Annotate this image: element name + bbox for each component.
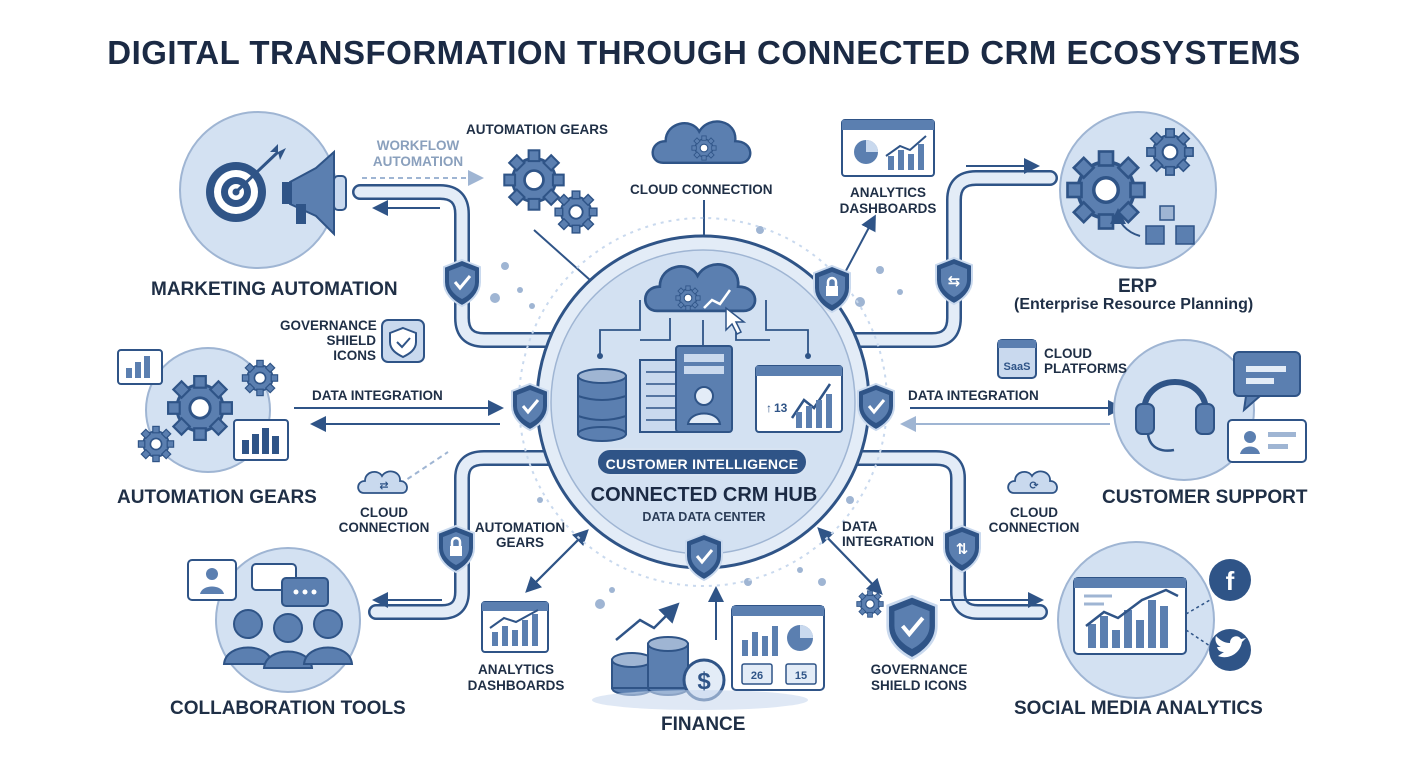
svg-text:⇆: ⇆ bbox=[948, 272, 961, 290]
label-cloud-connection-left-2: CONNECTION bbox=[338, 520, 430, 535]
finance-dashboard-icon: 26 15 bbox=[731, 605, 825, 691]
shield-bottom-left-lock-icon bbox=[437, 525, 475, 573]
coins-icon bbox=[611, 602, 689, 696]
label-governance-2: SHIELD bbox=[326, 333, 376, 348]
hub-mini-value: 13 bbox=[774, 401, 788, 415]
chat-bubbles-icon bbox=[251, 563, 329, 607]
crm-hub: ↑ 13 bbox=[518, 217, 888, 587]
flow-arrows bbox=[294, 158, 1124, 640]
automation-big-gear-icon bbox=[166, 374, 234, 442]
label-cloud-platforms-2: PLATFORMS bbox=[1044, 361, 1127, 376]
erp-boxes-icon bbox=[1145, 205, 1195, 245]
label-workflow-2: AUTOMATION bbox=[372, 154, 464, 169]
shield-right-exchange-icon: ⇆ bbox=[935, 257, 973, 305]
label-cloud-connection-right-2: CONNECTION bbox=[988, 520, 1080, 535]
label-analytics-top-1: ANALYTICS bbox=[849, 185, 926, 200]
dollar-symbol: $ bbox=[697, 668, 711, 695]
erp-cycle-arrow-icon bbox=[1110, 208, 1141, 237]
saas-label: SaaS bbox=[1004, 361, 1031, 373]
node-label-erp: ERP bbox=[1118, 276, 1158, 297]
svg-text:↑: ↑ bbox=[766, 401, 772, 415]
analytics-dashboard-top-icon bbox=[841, 119, 935, 177]
hub-gear-icon bbox=[675, 285, 701, 311]
label-governance-1: GOVERNANCE bbox=[280, 318, 377, 333]
label-analytics-low-2: DASHBOARDS bbox=[467, 678, 565, 693]
hub-badge-customer-intelligence: CUSTOMER INTELLIGENCE bbox=[596, 448, 808, 476]
svg-text:f: f bbox=[1226, 566, 1235, 596]
node-label-customer-support: CUSTOMER SUPPORT bbox=[1102, 487, 1308, 508]
label-automation-gears-low-2: GEARS bbox=[495, 535, 544, 550]
label-workflow-1: WORKFLOW bbox=[376, 138, 460, 153]
label-data-integration-low-2: INTEGRATION bbox=[842, 534, 934, 549]
hub-trend-icon bbox=[703, 289, 732, 309]
label-governance-low-2: SHIELD ICONS bbox=[870, 678, 967, 693]
target-icon bbox=[206, 144, 286, 222]
automation-chart-top-icon bbox=[117, 349, 163, 385]
label-automation-gears-low-1: AUTOMATION bbox=[474, 520, 566, 535]
automation-chart-bottom-icon bbox=[233, 419, 289, 461]
hub-subtitle: DATA DATA CENTER bbox=[642, 510, 766, 524]
node-label-social-media: SOCIAL MEDIA ANALYTICS bbox=[1014, 698, 1263, 719]
saas-icon: SaaS bbox=[997, 339, 1037, 379]
headset-icon bbox=[1135, 379, 1215, 452]
user-card-icon bbox=[187, 559, 237, 601]
label-automation-gears-top: AUTOMATION GEARS bbox=[466, 122, 609, 137]
top-cloud-gear-icon bbox=[691, 135, 717, 161]
label-governance-low-1: GOVERNANCE bbox=[870, 662, 968, 677]
twitter-icon bbox=[1209, 629, 1251, 671]
governance-gear-icon bbox=[856, 590, 884, 618]
node-label-erp-subtitle: (Enterprise Resource Planning) bbox=[1014, 296, 1254, 313]
facebook-icon: f bbox=[1209, 559, 1251, 601]
label-analytics-low-1: ANALYTICS bbox=[477, 662, 554, 677]
shield-bottom-center-icon bbox=[685, 533, 723, 581]
erp-big-gear-icon bbox=[1065, 149, 1147, 231]
label-analytics-top-2: DASHBOARDS bbox=[839, 201, 937, 216]
label-data-integration-right: DATA INTEGRATION bbox=[908, 388, 1039, 403]
erp-small-gear-icon bbox=[1145, 127, 1195, 177]
label-cloud-connection-top: CLOUD CONNECTION bbox=[630, 182, 773, 197]
label-cloud-platforms-1: CLOUD bbox=[1044, 346, 1092, 361]
governance-badge-icon bbox=[381, 319, 425, 363]
support-ticket-icon bbox=[1227, 419, 1307, 463]
finance-badge-2: 15 bbox=[795, 670, 807, 682]
finance-shadow bbox=[592, 690, 808, 710]
top-gear-small-icon bbox=[554, 190, 598, 234]
svg-text:⇄: ⇄ bbox=[379, 479, 388, 492]
database-icon bbox=[577, 368, 627, 442]
cursor-icon bbox=[725, 306, 747, 336]
shield-top-left-icon bbox=[443, 259, 481, 307]
hub-dashboard-icon: ↑ 13 bbox=[755, 365, 843, 433]
svg-text:⟳: ⟳ bbox=[1029, 479, 1039, 492]
label-cloud-connection-left-1: CLOUD bbox=[360, 505, 408, 520]
finance-badge-1: 26 bbox=[751, 670, 763, 682]
people-group-icon bbox=[222, 609, 354, 669]
label-governance-3: ICONS bbox=[333, 348, 376, 363]
automation-gear-small-top-icon bbox=[241, 359, 279, 397]
page-title: DIGITAL TRANSFORMATION THROUGH CONNECTED… bbox=[107, 34, 1301, 71]
shield-bottom-right-sync-icon: ⇅ bbox=[943, 525, 981, 573]
megaphone-icon bbox=[282, 149, 347, 237]
shield-top-right-lock-icon bbox=[813, 265, 851, 313]
shield-right-mid-icon bbox=[857, 383, 895, 431]
label-cloud-connection-right-1: CLOUD bbox=[1010, 505, 1058, 520]
hub-title: CONNECTED CRM HUB bbox=[590, 484, 818, 506]
chat-bubble-icon bbox=[1233, 351, 1301, 413]
analytics-dashboard-bottom-icon bbox=[481, 601, 549, 653]
node-label-finance: FINANCE bbox=[661, 714, 746, 735]
social-dashboard-icon bbox=[1073, 577, 1187, 655]
node-label-collaboration: COLLABORATION TOOLS bbox=[170, 698, 406, 719]
top-gear-large-icon bbox=[502, 148, 566, 212]
support-circle bbox=[1113, 339, 1255, 481]
label-data-integration-left: DATA INTEGRATION bbox=[312, 388, 443, 403]
governance-shield-large-icon bbox=[886, 594, 938, 660]
node-label-automation-gears: AUTOMATION GEARS bbox=[117, 487, 317, 508]
shield-left-mid-icon bbox=[511, 383, 549, 431]
label-data-integration-low-1: DATA bbox=[842, 519, 878, 534]
node-label-marketing: MARKETING AUTOMATION bbox=[151, 279, 398, 300]
customer-profile-icon bbox=[675, 345, 733, 433]
svg-text:⇅: ⇅ bbox=[956, 540, 969, 558]
automation-gear-small-left-icon bbox=[137, 425, 175, 463]
